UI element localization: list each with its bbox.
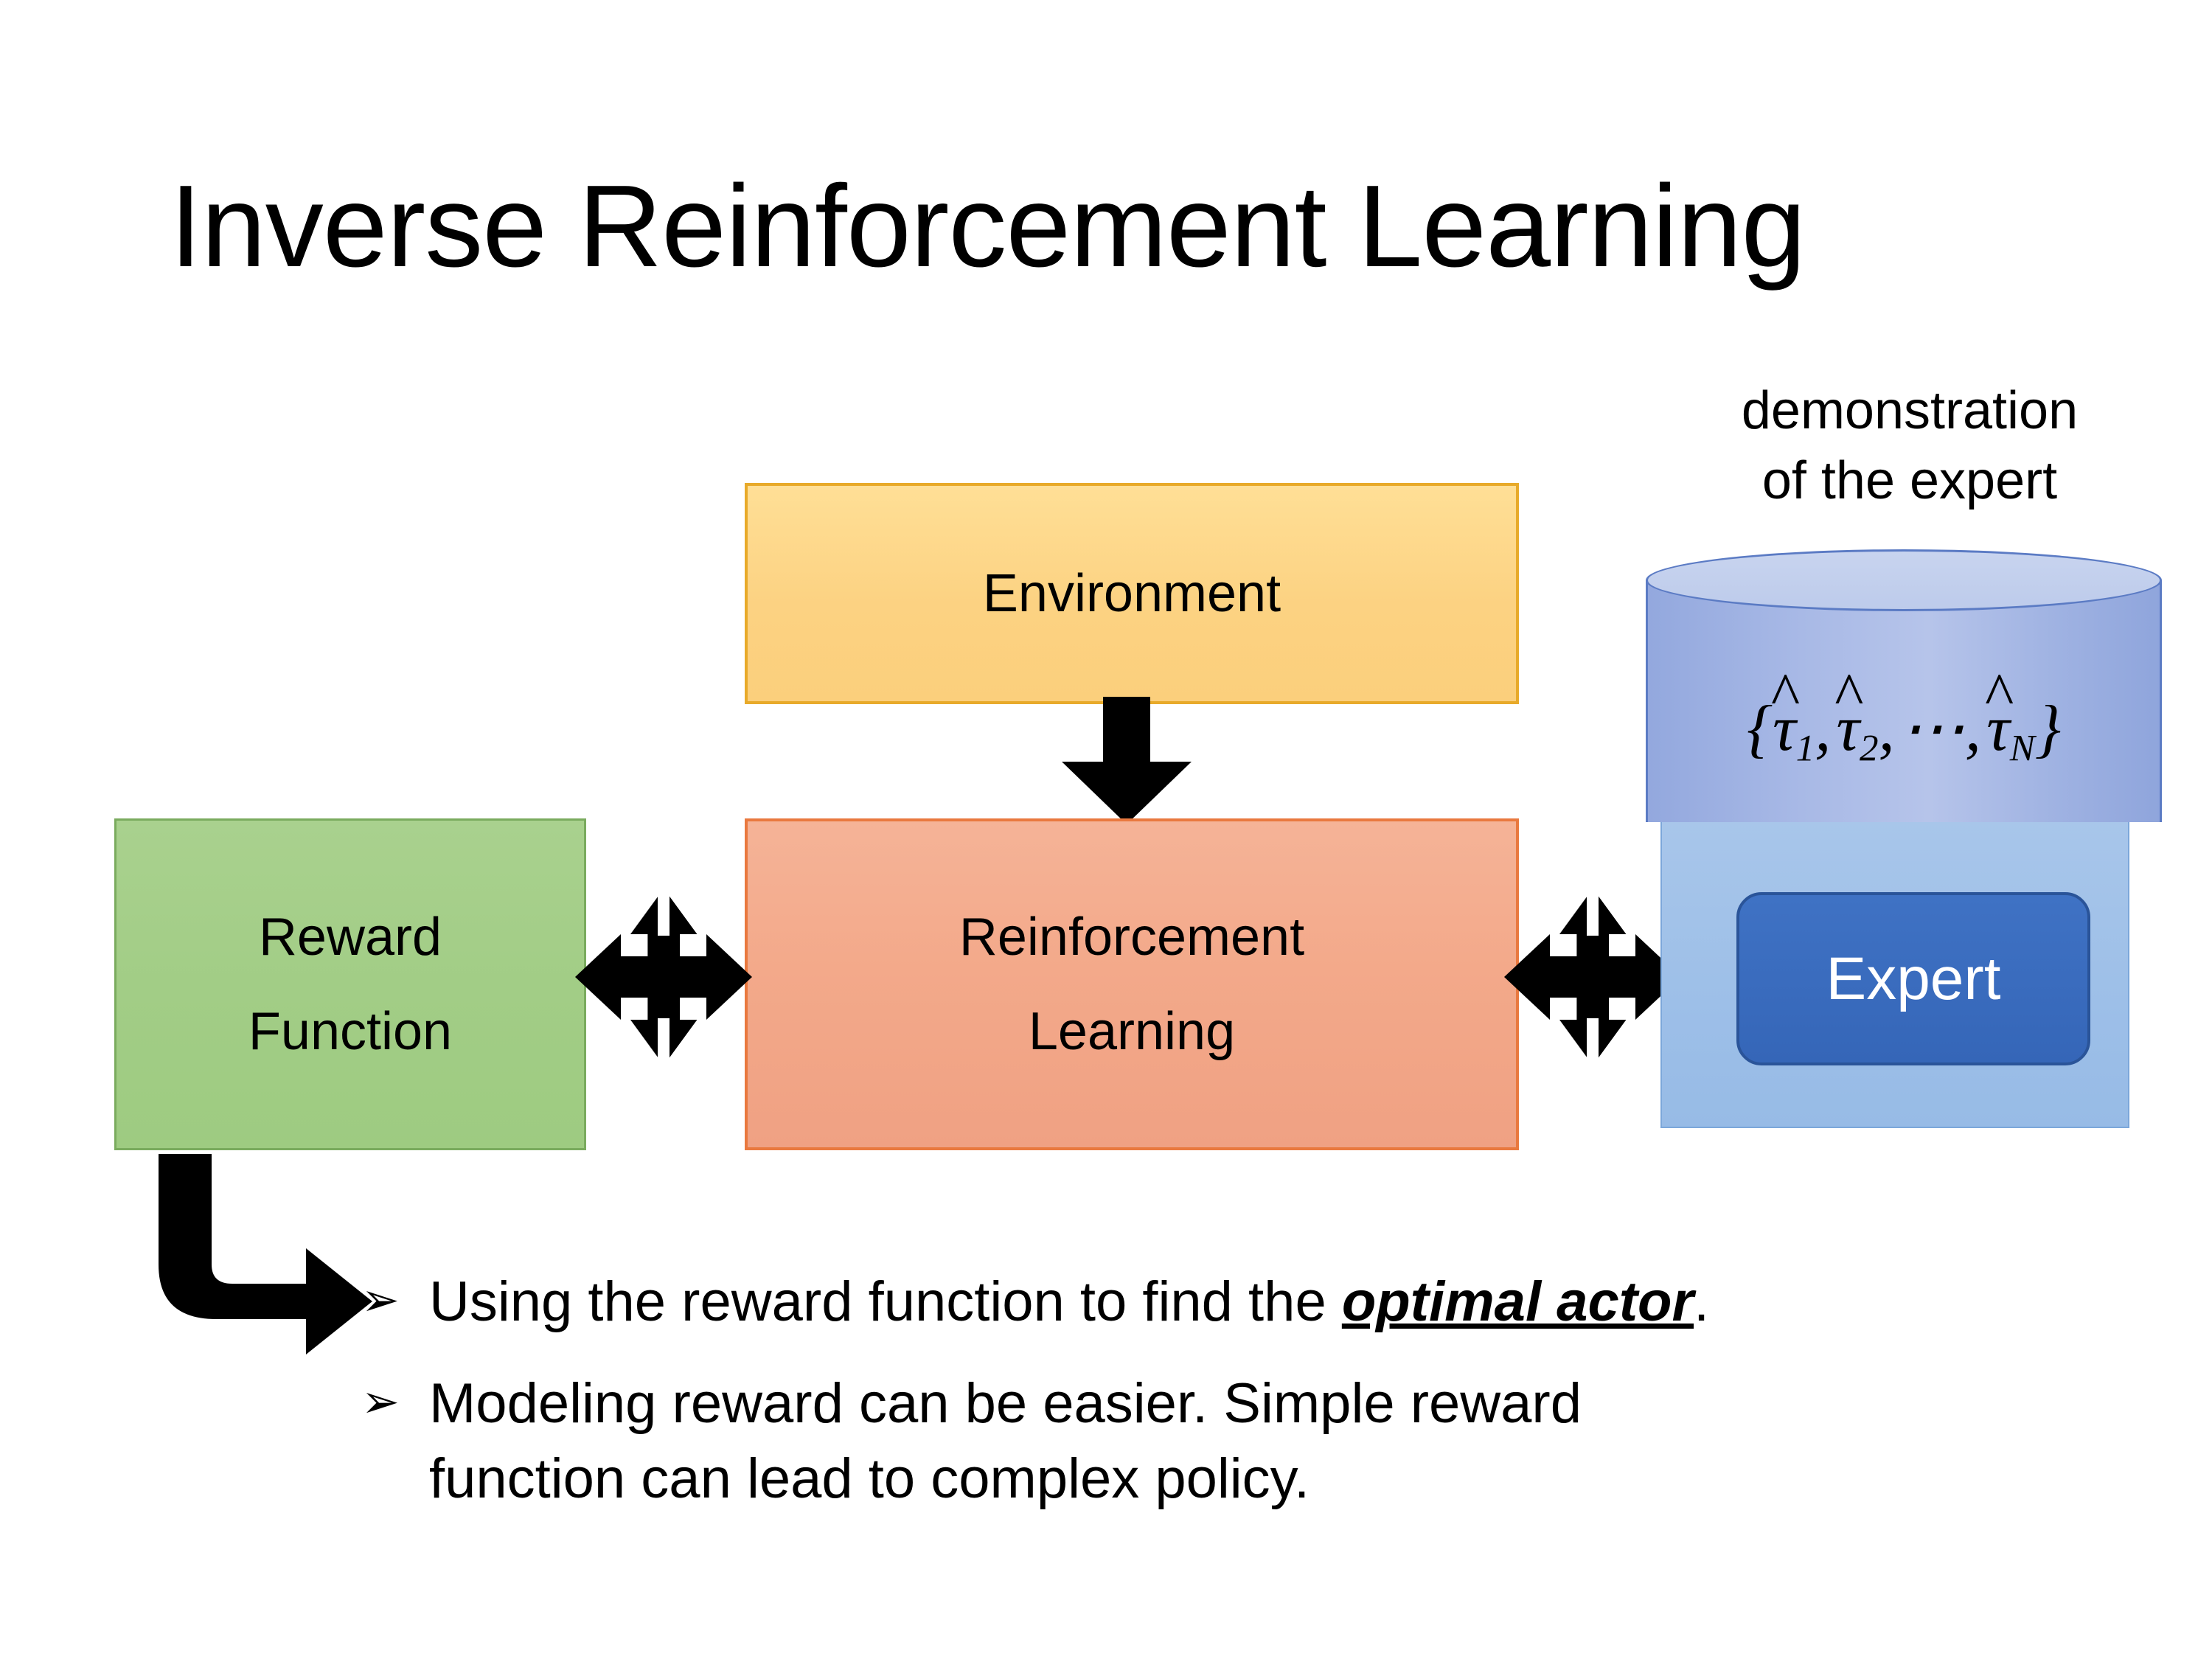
rl-box-label-line1: Reinforcement [959, 907, 1305, 967]
formula-tau-n: ^τ [1985, 661, 2014, 766]
formula-comma-2: , [1878, 693, 1895, 765]
tau-glyph-n: τ [1986, 693, 2010, 765]
formula-open-brace: { [1746, 693, 1773, 765]
expert-button-label: Expert [1826, 945, 2001, 1012]
formula-sub-n: N [2009, 728, 2035, 770]
tau-glyph-2: τ [1836, 693, 1860, 765]
demonstration-caption-line2: of the expert [1761, 451, 2058, 511]
chevron-bullet-icon: ➢ [361, 1273, 400, 1326]
bullet-2-line2: function can lead to complex policy. [429, 1447, 1310, 1510]
formula-ellipsis: ⋯ [1899, 693, 1965, 765]
reward-function-box: Reward Function [114, 818, 586, 1150]
bullet-2-line1: Modeling reward can be easier. Simple re… [429, 1371, 1582, 1435]
expert-button: Expert [1736, 892, 2090, 1065]
hat-accent-1: ^ [1770, 661, 1801, 729]
tau-glyph-1: τ [1773, 693, 1796, 765]
formula-tau-2: ^τ [1834, 661, 1863, 766]
formula-comma-1: , [1815, 693, 1832, 765]
bullet-1-text-before: Using the reward function to find the [429, 1270, 1342, 1333]
cylinder-top-ellipse [1646, 549, 2162, 611]
rl-to-expert-arrow-icon [1504, 887, 1681, 1067]
demonstration-caption: demonstration of the expert [1652, 376, 2168, 516]
environment-to-rl-down-arrow [1062, 697, 1192, 824]
reward-function-to-rl-arrow-icon [575, 887, 752, 1067]
bullet-1-text-after: . [1694, 1270, 1710, 1333]
formula-sub-1: 1 [1795, 728, 1815, 770]
bullet-2-text: Modeling reward can be easier. Simple re… [429, 1366, 2131, 1517]
formula-close-brace: } [2034, 693, 2062, 765]
cylinder-body [1646, 580, 2162, 822]
chevron-bullet-icon: ➢ [361, 1374, 400, 1428]
environment-box-label: Environment [982, 563, 1281, 623]
list-item: ➢ Using the reward function to find the … [361, 1265, 2131, 1340]
trajectory-set-formula: {^τ1, ^τ2, ⋯, ^τN} [1646, 661, 2162, 770]
bullet-1-emphasis: optimal actor [1341, 1270, 1694, 1333]
bullet-list: ➢ Using the reward function to find the … [361, 1265, 2131, 1543]
reward-box-label-line1: Reward [258, 907, 442, 967]
hat-accent-2: ^ [1834, 661, 1864, 729]
bullet-1-text: Using the reward function to find the op… [429, 1265, 2131, 1340]
reward-box-label-line2: Function [248, 1002, 453, 1061]
hat-accent-n: ^ [1984, 661, 2014, 729]
formula-comma-3: , [1964, 693, 1981, 765]
demonstration-caption-line1: demonstration [1741, 381, 2079, 440]
reward-function-to-bullets-elbow-arrow [159, 1154, 372, 1354]
environment-box: Environment [745, 483, 1519, 704]
demonstration-cylinder: {^τ1, ^τ2, ⋯, ^τN} [1646, 549, 2162, 844]
formula-sub-2: 2 [1860, 728, 1879, 770]
formula-tau-1: ^τ [1771, 661, 1800, 766]
page-title: Inverse Reinforcement Learning [170, 161, 1806, 291]
rl-box-label-line2: Learning [1028, 1002, 1236, 1061]
list-item: ➢ Modeling reward can be easier. Simple … [361, 1366, 2131, 1517]
reinforcement-learning-box: Reinforcement Learning [745, 818, 1519, 1150]
